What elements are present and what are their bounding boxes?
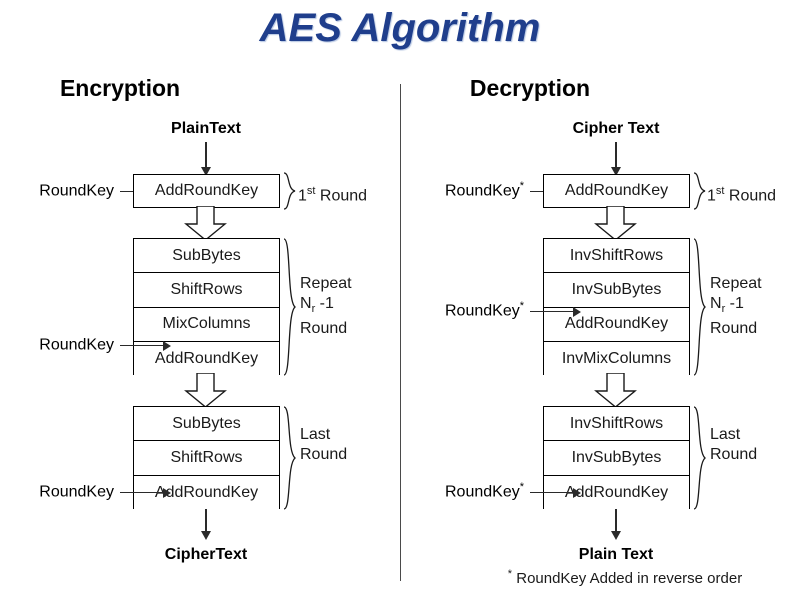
encryption-roundkey-arrow-line-2: [120, 345, 164, 347]
encryption-last-round-stack: SubBytes ShiftRows AddRoundKey: [133, 406, 280, 510]
column-divider: [400, 84, 401, 581]
encryption-roundkey-arrow-line-3: [120, 492, 164, 494]
encryption-last-round-label: Last Round: [300, 425, 347, 465]
encryption-last-round-brace: [283, 406, 296, 510]
encryption-roundkey-label-1: RoundKey: [39, 182, 114, 200]
decryption-output-arrow-head: [610, 531, 621, 540]
decryption-last-round-label: Last Round: [710, 425, 757, 465]
decryption-roundkey-arrow-head-2: [573, 306, 581, 317]
process-box-inv-shift-rows[interactable]: InvShiftRows: [544, 407, 689, 442]
decryption-roundkey-label-3: RoundKey*: [445, 481, 524, 501]
process-box-sub-bytes[interactable]: SubBytes: [134, 239, 279, 274]
decryption-output-label: Plain Text: [578, 546, 654, 563]
process-box-inv-sub-bytes[interactable]: InvSubBytes: [544, 441, 689, 476]
process-box-inv-sub-bytes[interactable]: InvSubBytes: [544, 273, 689, 308]
decryption-middle-round-label: Repeat Nr -1 Round: [710, 274, 762, 339]
middle-round-label-line3: Round: [710, 320, 758, 338]
encryption-output-label: CipherText: [164, 546, 248, 563]
last-round-label-line1: Last: [710, 426, 741, 443]
encryption-block-arrow-2: [184, 373, 227, 408]
last-round-label-line1: Last: [300, 426, 331, 443]
process-box-inv-mix-columns[interactable]: InvMixColumns: [544, 341, 689, 376]
encryption-first-round-stack: AddRoundKey: [133, 174, 280, 208]
last-round-label-line2: Round: [300, 446, 348, 463]
encryption-output-arrow-line: [205, 509, 207, 532]
decryption-roundkey-label-1: RoundKey*: [445, 180, 524, 200]
process-box-add-round-key[interactable]: AddRoundKey: [544, 475, 689, 510]
decryption-input-arrow-head: [610, 167, 621, 176]
encryption-input-arrow-head: [200, 167, 211, 176]
decryption-roundkey-arrow-line-3: [530, 492, 574, 494]
decryption-roundkey-label-2: RoundKey*: [445, 300, 524, 320]
decryption-first-round-brace: [693, 172, 706, 210]
process-box-mix-columns[interactable]: MixColumns: [134, 307, 279, 342]
middle-round-label-line2: Nr -1: [710, 295, 744, 316]
process-box-add-round-key[interactable]: AddRoundKey: [544, 307, 689, 342]
encryption-first-round-brace: [283, 172, 296, 210]
process-box-add-round-key[interactable]: AddRoundKey: [544, 175, 689, 207]
encryption-input-label: PlainText: [171, 120, 241, 137]
page-title: AES Algorithm: [259, 6, 541, 50]
decryption-block-arrow-1: [594, 206, 637, 241]
decryption-last-round-brace: [693, 406, 706, 510]
process-box-sub-bytes[interactable]: SubBytes: [134, 407, 279, 442]
process-box-shift-rows[interactable]: ShiftRows: [134, 273, 279, 308]
encryption-middle-round-label: Repeat Nr -1 Round: [300, 274, 352, 339]
encryption-block-arrow-1: [184, 206, 227, 241]
decryption-roundkey-arrow-line-2: [530, 311, 574, 313]
footnote-text: RoundKey Added in reverse order: [512, 570, 743, 587]
encryption-column-heading: Encryption: [59, 75, 181, 101]
encryption-output-arrow-head: [200, 531, 211, 540]
middle-round-label-line1: Repeat: [710, 275, 762, 292]
roundkey-asterisk: *: [519, 180, 524, 192]
process-box-add-round-key[interactable]: AddRoundKey: [134, 341, 279, 376]
encryption-roundkey-label-3: RoundKey: [39, 483, 114, 501]
encryption-roundkey-arrow-head-2: [163, 340, 171, 351]
encryption-roundkey-arrow-head-3: [163, 487, 171, 498]
decryption-column-heading: Decryption: [469, 75, 591, 101]
decryption-output-arrow-line: [615, 509, 617, 532]
decryption-block-arrow-2: [594, 373, 637, 408]
encryption-input-arrow-line: [205, 142, 207, 168]
decryption-input-arrow-line: [615, 142, 617, 168]
footnote: * RoundKey Added in reverse order: [455, 568, 795, 587]
decryption-roundkey-arrow-head-3: [573, 487, 581, 498]
footnote-marker: *: [507, 568, 513, 580]
decryption-middle-round-brace: [693, 238, 706, 376]
process-box-add-round-key[interactable]: AddRoundKey: [134, 175, 279, 207]
decryption-first-round-stack: AddRoundKey: [543, 174, 690, 208]
process-box-inv-shift-rows[interactable]: InvShiftRows: [544, 239, 689, 274]
last-round-label-line2: Round: [710, 446, 758, 463]
middle-round-label-line2: Nr -1: [300, 295, 334, 316]
encryption-roundkey-label-2: RoundKey: [39, 336, 114, 354]
decryption-last-round-stack: InvShiftRows InvSubBytes AddRoundKey: [543, 406, 690, 510]
process-box-add-round-key[interactable]: AddRoundKey: [134, 475, 279, 510]
decryption-input-label: Cipher Text: [572, 120, 660, 137]
decryption-first-round-label: 1st Round: [707, 185, 777, 205]
encryption-first-round-label: 1st Round: [298, 185, 368, 205]
process-box-shift-rows[interactable]: ShiftRows: [134, 441, 279, 476]
encryption-middle-round-stack: SubBytes ShiftRows MixColumns AddRoundKe…: [133, 238, 280, 376]
encryption-middle-round-brace: [283, 238, 296, 376]
middle-round-label-line1: Repeat: [300, 275, 352, 292]
decryption-middle-round-stack: InvShiftRows InvSubBytes AddRoundKey Inv…: [543, 238, 690, 376]
middle-round-label-line3: Round: [300, 320, 348, 338]
